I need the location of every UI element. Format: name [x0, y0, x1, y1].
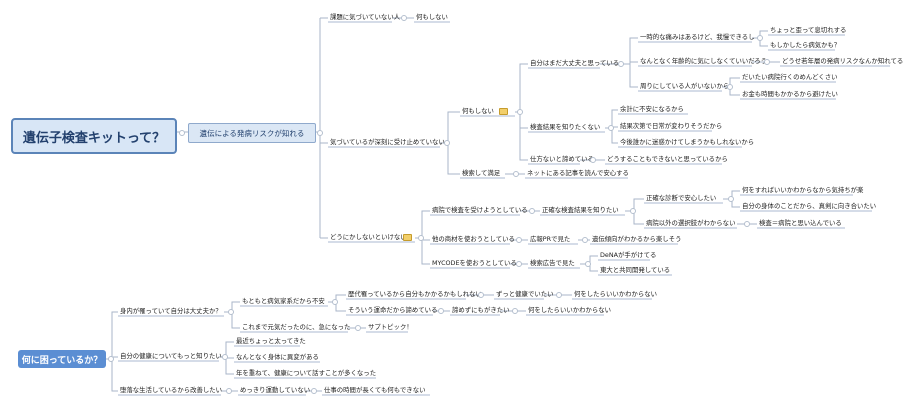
- node-search-ad[interactable]: 検索広告で見た: [530, 259, 575, 267]
- collapse-toggle[interactable]: [478, 292, 484, 298]
- node-gaining-weight[interactable]: 最近ちょっと太ってきた: [236, 337, 306, 345]
- node-no-exercise[interactable]: めっきり運動していない: [240, 386, 311, 394]
- collapse-toggle[interactable]: [513, 171, 519, 177]
- collapse-toggle[interactable]: [582, 237, 588, 243]
- collapse-toggle[interactable]: [444, 140, 450, 146]
- collapse-toggle[interactable]: [228, 309, 234, 315]
- node-long-work[interactable]: 仕事の時間が長くても何もできない: [324, 386, 426, 394]
- node-dont-know-what-2[interactable]: 何をしたらいいかわからない: [528, 306, 612, 314]
- root-node-dna-kit[interactable]: 遺伝子検査キットって？: [11, 118, 177, 154]
- folder-icon: [499, 108, 508, 115]
- collapse-toggle[interactable]: [222, 354, 228, 360]
- node-still-ok[interactable]: 自分はまだ大丈夫と思っている: [530, 59, 620, 67]
- node-read-articles[interactable]: ネットにある記事を読んで安心する: [527, 169, 629, 177]
- collapse-toggle[interactable]: [764, 59, 770, 65]
- collapse-toggle[interactable]: [728, 196, 734, 202]
- collapse-toggle[interactable]: [179, 130, 185, 136]
- node-pr[interactable]: 広報PRで見た: [530, 235, 571, 243]
- collapse-toggle[interactable]: [355, 325, 361, 331]
- node-temp-pain[interactable]: 一時的な痛みはあるけど、我慢できるし: [640, 33, 755, 41]
- branch-genetic-risk[interactable]: 遺伝による発病リスクが知れる: [188, 123, 316, 143]
- node-money-time[interactable]: お金も時間もかかるから避けたい: [742, 90, 838, 98]
- collapse-toggle[interactable]: [529, 208, 535, 214]
- node-nobody-around[interactable]: 周りにしている人がいないから: [640, 82, 730, 90]
- node-family-line[interactable]: もともと病気家系だから不安: [242, 297, 325, 305]
- collapse-toggle[interactable]: [108, 356, 114, 362]
- node-hospital-test[interactable]: 病院で検査を受けようとしている: [432, 206, 528, 214]
- node-sudden[interactable]: これまで元気だったのに、急になった: [242, 323, 351, 331]
- node-gave-up[interactable]: 仕方ないと諦めている: [530, 155, 594, 163]
- collapse-toggle[interactable]: [618, 61, 624, 67]
- collapse-toggle[interactable]: [512, 308, 518, 314]
- node-unaware[interactable]: 課題に気づいていない人: [330, 13, 401, 21]
- node-family-sick[interactable]: 身内が罹っていて自分は大丈夫か？: [120, 307, 222, 315]
- node-hospital-hassle[interactable]: だいたい病院行くのめんどくさい: [742, 73, 838, 81]
- node-mycode[interactable]: MYCODEを使おうとしている: [432, 259, 517, 267]
- node-generations[interactable]: 歴代罹っているから自分もかかるかもしれない: [348, 290, 482, 298]
- node-fun-tendency[interactable]: 遺伝傾向がわかるから楽しそう: [592, 235, 682, 243]
- node-accurate-diagnosis[interactable]: 正確な診断で安心したい: [646, 194, 717, 202]
- node-talk-health[interactable]: 年を重ねて、健康について話すことが多くなった: [236, 369, 377, 377]
- node-search-satisfied[interactable]: 検索して満足: [462, 169, 501, 177]
- collapse-toggle[interactable]: [727, 84, 733, 90]
- node-unaware-nothing[interactable]: 何もしない: [416, 13, 448, 21]
- node-dena[interactable]: DeNAが手がけてる: [600, 251, 657, 259]
- node-dont-want-results[interactable]: 検査結果を知りたくない: [530, 123, 601, 131]
- node-test-equals-hospital[interactable]: 検査＝病院と思い込んでいる: [759, 219, 842, 227]
- node-improve-lifestyle[interactable]: 堕落な生活しているから改善したい: [120, 386, 223, 394]
- node-body-abnormal[interactable]: なんとなく身体に異変がある: [236, 353, 319, 361]
- collapse-toggle[interactable]: [757, 35, 763, 41]
- node-feel-easy[interactable]: 何をすればいいかわからなから気持ちが楽: [742, 186, 864, 194]
- collapse-toggle[interactable]: [418, 235, 424, 241]
- folder-icon: [403, 234, 412, 241]
- node-struggle[interactable]: 諦めずにもがきたい: [452, 306, 510, 314]
- collapse-toggle[interactable]: [556, 292, 562, 298]
- node-young-risk[interactable]: どうせ若年層の発病リスクなんか知れてる: [782, 57, 904, 65]
- collapse-toggle[interactable]: [590, 157, 596, 163]
- node-age[interactable]: なんとなく年齢的に気にしなくていいだろう: [640, 57, 768, 65]
- collapse-toggle[interactable]: [608, 125, 614, 131]
- node-sub-topic[interactable]: サプトピック！: [368, 323, 413, 331]
- collapse-toggle[interactable]: [630, 208, 636, 214]
- node-dont-know-what[interactable]: 何をしたらいいかわからない: [574, 290, 658, 298]
- node-aware-not-serious[interactable]: 気づいているが深刻に受け止めていない: [330, 138, 445, 146]
- node-fate[interactable]: そういう運命だから諦めている: [348, 306, 438, 314]
- node-short-breath[interactable]: ちょっと歪って息切れする: [770, 26, 847, 34]
- collapse-toggle[interactable]: [401, 15, 407, 21]
- collapse-toggle[interactable]: [744, 221, 750, 227]
- root-node-what-trouble[interactable]: 何に困っているか？: [18, 350, 106, 368]
- node-todai[interactable]: 東大と共同開発している: [600, 266, 671, 274]
- collapse-toggle[interactable]: [585, 261, 591, 267]
- node-face-body[interactable]: 自分の身体のことだから、真剣に向き合いたい: [742, 202, 877, 210]
- node-no-other-option[interactable]: 病院以外の選択肢がわからない: [646, 219, 736, 227]
- node-nothing-can-do[interactable]: どうすることもできないと思っているから: [607, 155, 728, 163]
- collapse-toggle[interactable]: [516, 261, 522, 267]
- collapse-toggle[interactable]: [226, 388, 232, 394]
- node-know-health[interactable]: 自分の健康についてもっと知りたい: [120, 352, 222, 360]
- collapse-toggle[interactable]: [311, 388, 317, 394]
- collapse-toggle[interactable]: [317, 130, 323, 136]
- collapse-toggle[interactable]: [438, 308, 444, 314]
- node-do-nothing[interactable]: 何もしない: [462, 107, 494, 115]
- node-stay-healthy[interactable]: ずっと健康でいたい: [496, 290, 554, 298]
- node-other-kit[interactable]: 他の商材を使おうとしている: [432, 235, 515, 243]
- collapse-toggle[interactable]: [332, 299, 338, 305]
- node-anxiety[interactable]: 余計に不安になるから: [620, 105, 684, 113]
- node-bother-others[interactable]: 今後誰かに迷惑かけてしまうかもしれないから: [620, 138, 755, 146]
- node-daily-change[interactable]: 結果次第で日常が変わりそうだから: [620, 122, 723, 130]
- node-must-do-something[interactable]: どうにかしないといけない: [330, 233, 407, 241]
- collapse-toggle[interactable]: [516, 237, 522, 243]
- node-accurate-results[interactable]: 正確な検査結果を知りたい: [542, 206, 619, 214]
- collapse-toggle[interactable]: [517, 109, 523, 115]
- node-maybe-sick[interactable]: もしかしたら病気かも？: [770, 41, 841, 49]
